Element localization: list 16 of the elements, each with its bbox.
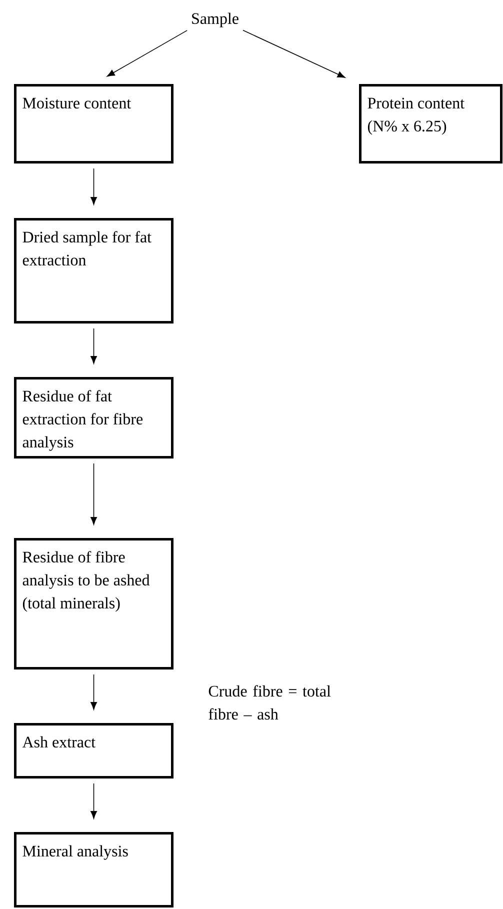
process-box: Protein content (N% x 6.25) bbox=[359, 84, 502, 164]
arrow bbox=[90, 328, 97, 364]
process-box: Moisture content bbox=[14, 84, 174, 164]
arrow bbox=[242, 30, 346, 78]
process-box: Ash extract bbox=[14, 723, 174, 778]
arrow bbox=[90, 783, 97, 819]
process-box: Residue of fat extraction for fibre analysis bbox=[14, 377, 174, 458]
start-label: Sample bbox=[192, 12, 238, 28]
arrow bbox=[90, 674, 97, 710]
arrow bbox=[90, 463, 97, 525]
arrow bbox=[90, 168, 97, 205]
process-box: Residue of fibre analysis to be ashed (total minerals) bbox=[14, 538, 174, 670]
note-text: Crude fibre = total fibre – ash bbox=[208, 685, 331, 720]
process-box: Dried sample for fat extraction bbox=[14, 218, 174, 324]
process-box: Mineral analysis bbox=[14, 832, 174, 908]
arrow bbox=[106, 30, 188, 77]
